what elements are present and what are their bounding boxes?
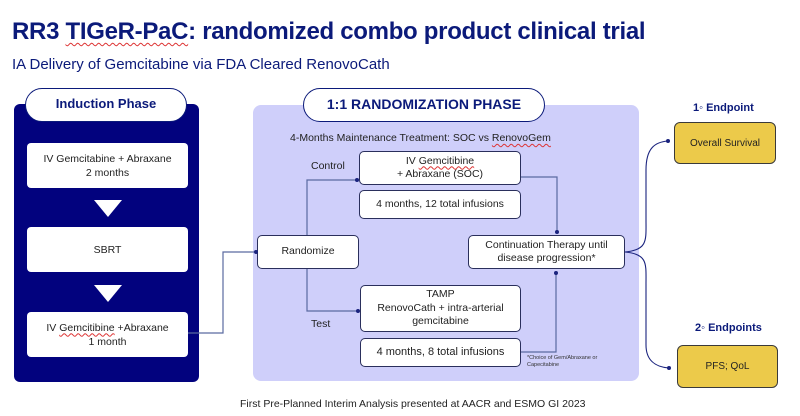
down-arrow-icon — [94, 285, 122, 302]
connector-dot — [667, 366, 671, 370]
test-line1: TAMP — [426, 288, 455, 301]
continuation-therapy-box: Continuation Therapy until disease progr… — [468, 235, 625, 269]
control-line1: IV Gemcitibine — [360, 155, 520, 169]
step-3-prefix: IV — [46, 321, 60, 334]
control-prefix: IV — [405, 154, 419, 167]
control-line2: + Abraxane (SOC) — [396, 168, 484, 180]
test-arm-duration: 4 months, 8 total infusions — [360, 338, 521, 367]
test-arm-treatment: TAMP RenovoCath + intra-arterial gemcita… — [360, 285, 521, 332]
induction-phase-label: Induction Phase — [25, 88, 187, 122]
continuation-line2: disease progression* — [497, 252, 596, 264]
step-1-line1: IV Gemcitabine + Abraxane — [43, 152, 172, 165]
control-arm-label: Control — [311, 160, 345, 172]
control-arm-treatment: IV Gemcitibine + Abraxane (SOC) — [359, 151, 521, 185]
page-subtitle: IA Delivery of Gemcitabine via FDA Clear… — [12, 56, 390, 73]
test-line2: RenovoCath + intra-arterial — [377, 301, 504, 314]
primary-endpoint-box: Overall Survival — [674, 122, 776, 164]
maintenance-label: 4-Months Maintenance Treatment: SOC vs R… — [290, 132, 551, 144]
step-3-line2: 1 month — [88, 335, 127, 348]
primary-endpoint-heading: 1◦ Endpoint — [693, 102, 754, 114]
title-suffix: : randomized combo product clinical tria… — [188, 18, 646, 45]
control-arm-duration: 4 months, 12 total infusions — [359, 190, 521, 219]
step-2-line1: SBRT — [93, 243, 122, 256]
test-arm-label: Test — [311, 318, 331, 330]
title-trial-name: TIGeR-PaC — [65, 18, 189, 45]
maintenance-label-text: 4-Months Maintenance Treatment: SOC vs — [290, 132, 492, 144]
induction-step-2: SBRT — [27, 227, 188, 272]
maintenance-label-product: RenovoGem — [491, 132, 551, 144]
randomization-phase-label: 1:1 RANDOMIZATION PHASE — [303, 88, 545, 122]
step-3-line1: IV Gemcitibine +Abraxane — [27, 321, 188, 335]
footer-note: First Pre-Planned Interim Analysis prese… — [240, 398, 586, 410]
induction-step-1: IV Gemcitabine + Abraxane 2 months — [27, 143, 188, 188]
page-title: RR3 TIGeR-PaC: randomized combo product … — [12, 18, 646, 46]
test-line3: gemcitabine — [412, 315, 469, 328]
step-3-drug: Gemcitibine — [59, 321, 115, 334]
down-arrow-icon — [94, 200, 122, 217]
step-3-suffix: +Abraxane — [114, 321, 169, 334]
induction-step-3: IV Gemcitibine +Abraxane 1 month — [27, 312, 188, 357]
randomize-box: Randomize — [257, 235, 359, 269]
secondary-endpoints-box: PFS; QoL — [677, 345, 778, 388]
step-1-line2: 2 months — [85, 166, 130, 179]
secondary-endpoints-heading: 2◦ Endpoints — [695, 322, 762, 334]
title-prefix: RR3 — [12, 18, 66, 45]
continuation-line1: Continuation Therapy until — [485, 238, 608, 251]
footnote-line1: *Choice of Gem/Abraxane or — [527, 355, 598, 361]
footnote: *Choice of Gem/Abraxane or Capecitabine — [527, 355, 617, 369]
footnote-line2: Capecitabine — [527, 362, 560, 368]
control-drug: Gemcitibine — [418, 154, 475, 167]
connector-dot — [666, 139, 670, 143]
